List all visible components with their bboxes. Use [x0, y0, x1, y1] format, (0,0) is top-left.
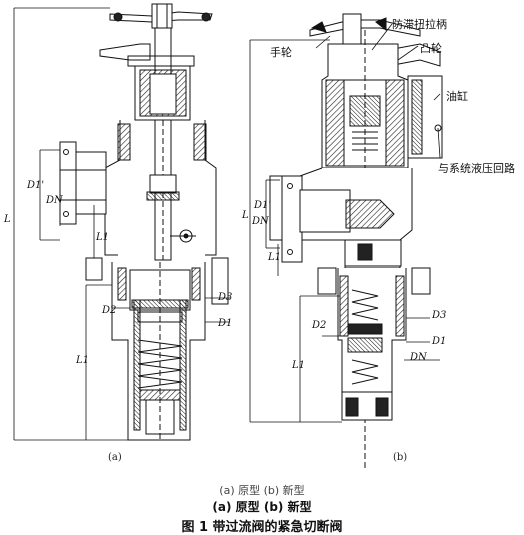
panel-a-label: (a)	[108, 452, 122, 463]
dim-a-D2: D2	[102, 305, 117, 316]
dim-b-L: L	[242, 210, 249, 221]
dim-a-D3: D3	[218, 292, 233, 303]
subcaption-light: (a) 原型 (b) 新型	[219, 484, 305, 497]
panel-a-drawing	[59, 3, 229, 441]
subcaption-bold: (a) 原型 (b) 新型	[212, 500, 312, 514]
callout-hydraulic-circuit: 与系统液压回路	[438, 162, 515, 175]
handwheel-a	[109, 3, 213, 29]
dim-a-D1: D1	[218, 318, 233, 329]
dim-b-L1top: L1	[268, 252, 282, 263]
dim-b-D1prime: D1'	[254, 200, 272, 211]
panel-b-dimensions	[249, 39, 440, 423]
callout-cam: 凸轮	[420, 42, 442, 55]
dim-a-L1: L1	[76, 355, 90, 366]
dim-b-DN-top: DN	[252, 216, 269, 227]
dim-a-L1top: L1	[96, 232, 110, 243]
dim-a-D1prime: D1'	[27, 180, 45, 191]
callout-anti-hang-handle: 防滞扭拉柄	[392, 18, 447, 31]
dim-b-D1: D1	[432, 336, 447, 347]
panel-b-label: (b)	[393, 452, 408, 463]
dim-b-DN-bottom: DN	[410, 352, 427, 363]
callout-leaders	[315, 23, 441, 159]
dim-a-L: L	[4, 214, 11, 225]
callout-oil-cylinder: 油缸	[446, 90, 468, 103]
dim-a-DN: DN	[46, 195, 63, 206]
dim-b-D2: D2	[312, 320, 327, 331]
panel-a-dimensions	[13, 7, 230, 441]
figure-caption: 图 1 带过流阀的紧急切断阀	[181, 520, 343, 535]
dim-b-D3: D3	[432, 310, 447, 321]
dim-b-L1: L1	[292, 360, 306, 371]
panel-b-drawing	[269, 13, 443, 470]
callout-handwheel: 手轮	[270, 46, 292, 59]
